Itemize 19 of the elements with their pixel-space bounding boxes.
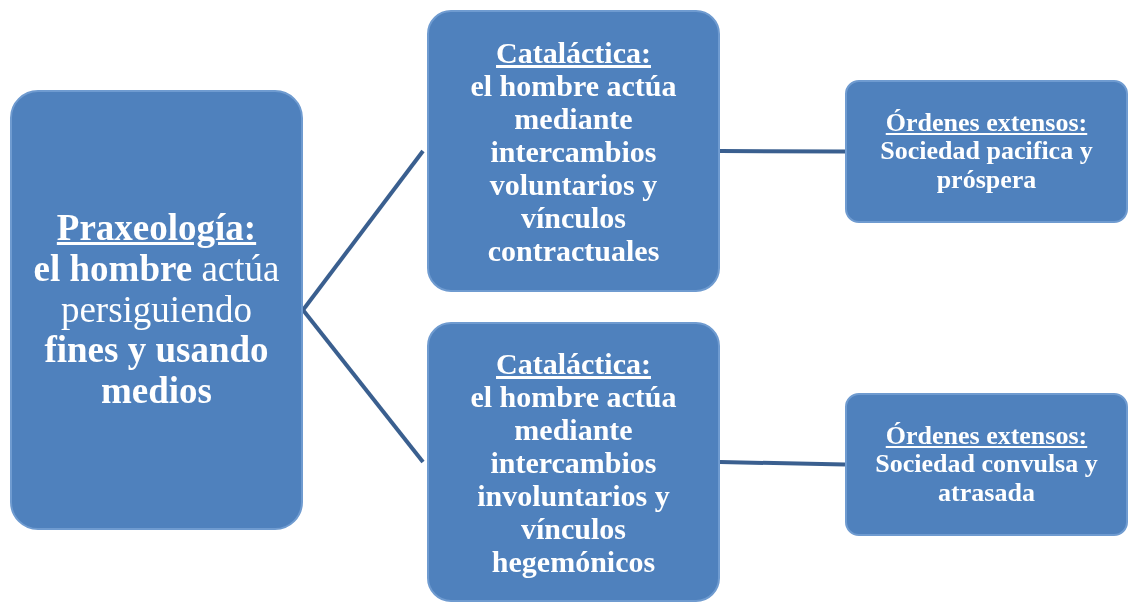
box-text: el hombre actúa persiguiendo fines y usando medios [32, 248, 281, 412]
connector-line [301, 308, 425, 464]
rounded-box [845, 80, 1128, 223]
rounded-box [427, 322, 720, 602]
box-heading: Cataláctica: [496, 35, 651, 69]
rounded-box [10, 90, 303, 530]
rounded-box [427, 10, 720, 292]
box-heading: Cataláctica: [496, 346, 651, 380]
box-text: el hombre actúa mediante intercambios voluntarios y vínculos contractuales [469, 68, 678, 267]
box-heading: Órdenes extensos: [885, 421, 1088, 451]
box-heading: Praxeología: [56, 208, 257, 249]
box-text: el hombre actúa mediante intercambios involuntarios y vínculos hegemónicos [469, 379, 678, 578]
connector-line [301, 149, 425, 312]
connector-line [720, 149, 845, 154]
box-heading: Órdenes extensos: [885, 108, 1088, 138]
box-text: Sociedad convulsa y atrasada [874, 450, 1099, 508]
connector-line [719, 460, 846, 467]
box-text: Sociedad pacifica y próspera [879, 137, 1094, 195]
rounded-box [845, 393, 1128, 536]
